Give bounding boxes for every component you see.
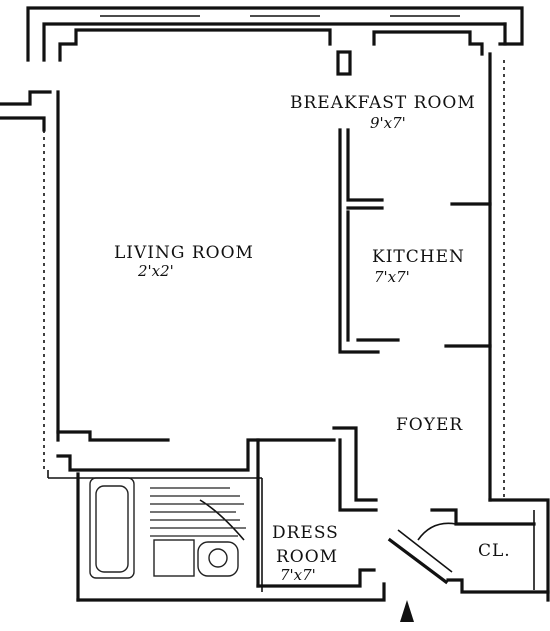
foyer-label: FOYER bbox=[396, 415, 463, 435]
breakfast-room-label: BREAKFAST ROOM bbox=[290, 93, 476, 113]
kitchen-walls bbox=[338, 128, 492, 354]
left-exterior-wall bbox=[0, 90, 336, 479]
closet-label: CL. bbox=[478, 541, 511, 561]
dress-room-label-2: ROOM bbox=[276, 547, 338, 567]
living-room-label: LIVING ROOM bbox=[114, 243, 254, 263]
dress-room-hatching bbox=[150, 487, 246, 537]
top-exterior-wall bbox=[26, 6, 524, 76]
dress-room-size: 7'x7' bbox=[280, 566, 316, 584]
entrance-arrow-icon bbox=[400, 600, 414, 622]
kitchen-size: 7'x7' bbox=[374, 268, 410, 286]
right-exterior-wall bbox=[488, 52, 550, 602]
breakfast-room-size: 9'x7' bbox=[370, 114, 406, 132]
kitchen-label: KITCHEN bbox=[372, 247, 465, 267]
dress-room-label: DRESS bbox=[272, 523, 339, 543]
living-room-size: 2'x2' bbox=[137, 262, 174, 280]
closet-walls bbox=[387, 508, 550, 594]
interior-walls bbox=[76, 426, 386, 602]
bath-fixtures bbox=[89, 477, 245, 579]
